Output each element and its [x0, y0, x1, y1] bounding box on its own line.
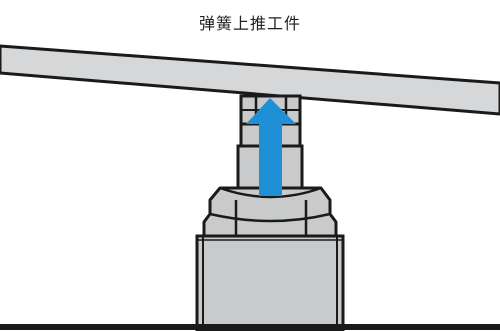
- plunger-housing: [195, 234, 345, 331]
- workpiece-bar: [0, 44, 500, 116]
- up-arrow-icon: [246, 98, 296, 196]
- diagram-caption: 弹簧上推工件: [198, 14, 301, 33]
- hex-nut: [202, 186, 338, 238]
